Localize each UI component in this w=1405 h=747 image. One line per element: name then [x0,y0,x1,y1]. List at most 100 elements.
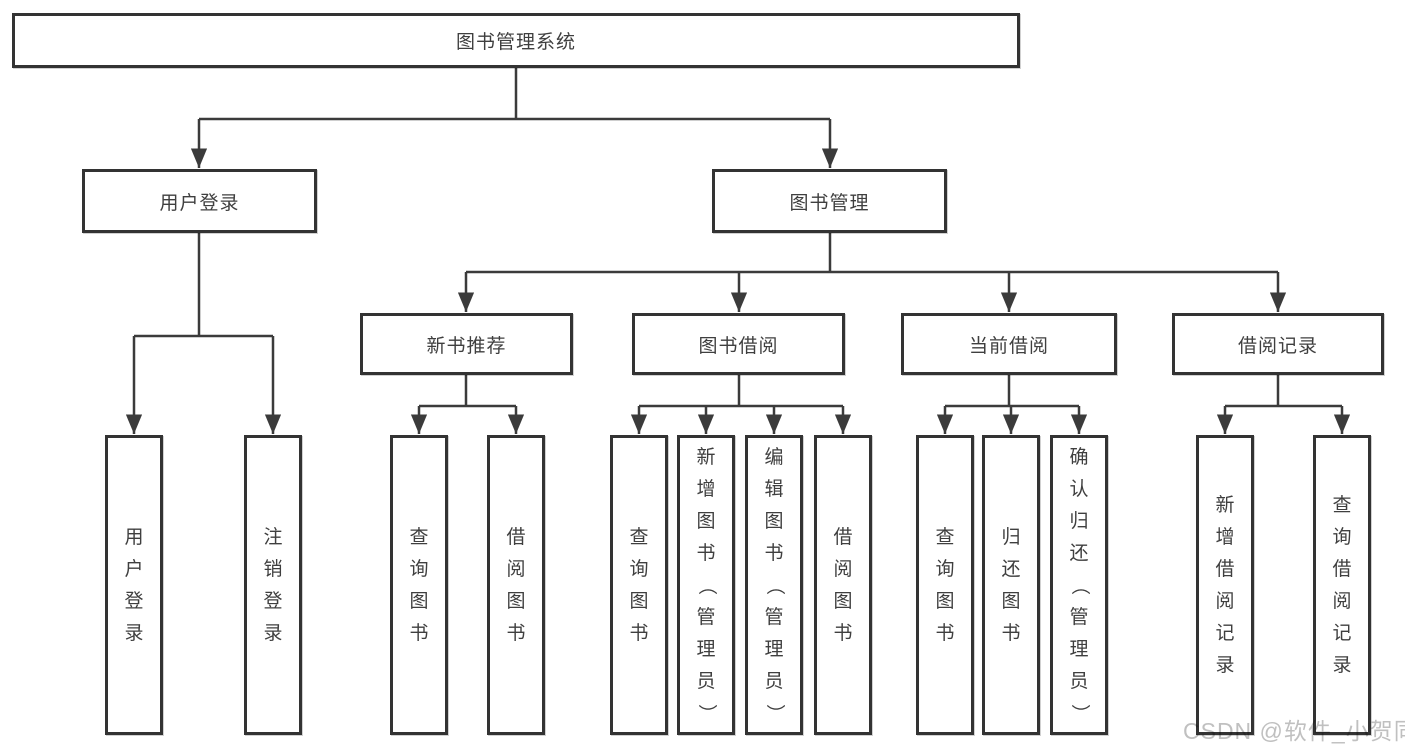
vertical-char: 图 [935,590,956,612]
watermark: CSDN @软件_小贺同学 [1183,718,1405,744]
vertical-char: 归 [1001,526,1022,548]
node-leaf-logout-label: 注销登录 [264,528,283,643]
node-user-login: 用户登录 [82,169,317,233]
vertical-char: 询 [935,558,956,580]
node-leaf-br-add-record-label: 新增借阅记录 [1216,496,1235,675]
node-book-borrow-label: 图书借阅 [698,335,779,357]
vertical-char: 询 [629,558,650,580]
vertical-char: 图 [409,590,430,612]
vertical-char: （ [695,575,717,596]
vertical-char: 书 [629,622,650,644]
node-leaf-bb-borrow-book-label: 借阅图书 [834,528,853,643]
node-new-book-rec: 新书推荐 [360,313,573,375]
vertical-char: 管 [1069,606,1090,628]
vertical-char: 理 [1069,638,1090,660]
vertical-char: 阅 [1215,590,1236,612]
vertical-char: 查 [1332,494,1353,516]
vertical-char: 图 [696,510,717,532]
vertical-char: 询 [1332,526,1353,548]
node-leaf-cb-query-book: 查询图书 [916,435,974,735]
node-leaf-bb-query-book-label: 查询图书 [630,528,649,643]
connector-root-trunk [199,68,830,121]
vertical-char: ） [695,703,717,724]
vertical-char: 询 [409,558,430,580]
connector-new-book-trunk [419,375,516,408]
node-leaf-bb-borrow-book: 借阅图书 [814,435,872,735]
vertical-char: 借 [1332,558,1353,580]
vertical-char: ） [1068,703,1090,724]
vertical-char: 录 [1215,654,1236,676]
vertical-char: 管 [764,606,785,628]
vertical-char: 书 [696,542,717,564]
vertical-char: 书 [1001,622,1022,644]
connector-user-login-trunk [134,233,273,338]
vertical-char: 登 [124,590,145,612]
node-leaf-nb-query-book-label: 查询图书 [410,528,429,643]
vertical-char: 查 [409,526,430,548]
vertical-char: 管 [696,606,717,628]
node-leaf-bb-add-book: 新增图书（管理员） [677,435,735,735]
connector-book-borrow-trunk [639,375,843,408]
node-leaf-cb-return-book: 归还图书 [982,435,1040,735]
vertical-char: 录 [1332,654,1353,676]
vertical-char: 员 [696,670,717,692]
node-leaf-cb-confirm-return: 确认归还（管理员） [1050,435,1108,735]
node-root-label: 图书管理系统 [455,32,576,53]
vertical-char: 查 [629,526,650,548]
node-leaf-logout: 注销登录 [244,435,302,735]
vertical-char: （ [1068,575,1090,596]
vertical-char: 新 [1215,494,1236,516]
vertical-char: 理 [696,638,717,660]
vertical-char: 图 [1001,590,1022,612]
vertical-char: 查 [935,526,956,548]
vertical-char: 认 [1069,478,1090,500]
vertical-char: 书 [764,542,785,564]
node-leaf-user-login-label: 用户登录 [125,528,144,643]
node-leaf-br-query-record-label: 查询借阅记录 [1333,496,1352,675]
vertical-char: 书 [935,622,956,644]
vertical-char: 还 [1001,558,1022,580]
vertical-char: 借 [1215,558,1236,580]
vertical-char: 增 [1215,526,1236,548]
vertical-char: （ [763,575,785,596]
vertical-char: 记 [1215,622,1236,644]
vertical-char: 用 [124,526,145,548]
node-leaf-nb-query-book: 查询图书 [390,435,448,735]
node-borrow-records-label: 借阅记录 [1237,335,1318,357]
node-book-mgmt-label: 图书管理 [789,192,870,214]
vertical-char: 图 [506,590,527,612]
vertical-char: 注 [263,526,284,548]
node-leaf-bb-query-book: 查询图书 [610,435,668,735]
vertical-char: 图 [833,590,854,612]
vertical-char: 还 [1069,542,1090,564]
vertical-char: 阅 [833,558,854,580]
connector-book-mgmt-trunk [466,233,1278,274]
node-leaf-br-query-record: 查询借阅记录 [1313,435,1371,735]
vertical-char: 录 [263,622,284,644]
node-current-borrow: 当前借阅 [901,313,1117,375]
vertical-char: 确 [1069,446,1090,468]
node-leaf-bb-edit-book-label: 编辑图书（管理员） [763,446,785,724]
node-new-book-rec-label: 新书推荐 [426,335,507,357]
node-leaf-bb-add-book-label: 新增图书（管理员） [695,448,717,724]
vertical-char: 登 [263,590,284,612]
node-leaf-nb-borrow-book: 借阅图书 [487,435,545,735]
node-leaf-user-login: 用户登录 [105,435,163,735]
vertical-char: 辑 [764,478,785,500]
node-leaf-cb-confirm-return-label: 确认归还（管理员） [1068,446,1090,724]
vertical-char: 户 [124,558,145,580]
vertical-char: 理 [764,638,785,660]
vertical-char: 编 [764,446,785,468]
vertical-char: 增 [696,478,717,500]
connector-current-borrow-trunk [945,375,1079,408]
node-book-borrow: 图书借阅 [632,313,845,375]
node-root: 图书管理系统 [12,13,1020,68]
vertical-char: 书 [409,622,430,644]
node-leaf-cb-return-book-label: 归还图书 [1002,528,1021,643]
vertical-char: 员 [1069,670,1090,692]
node-leaf-br-add-record: 新增借阅记录 [1196,435,1254,735]
vertical-char: 图 [764,510,785,532]
node-leaf-bb-edit-book: 编辑图书（管理员） [745,435,803,735]
vertical-char: 阅 [1332,590,1353,612]
